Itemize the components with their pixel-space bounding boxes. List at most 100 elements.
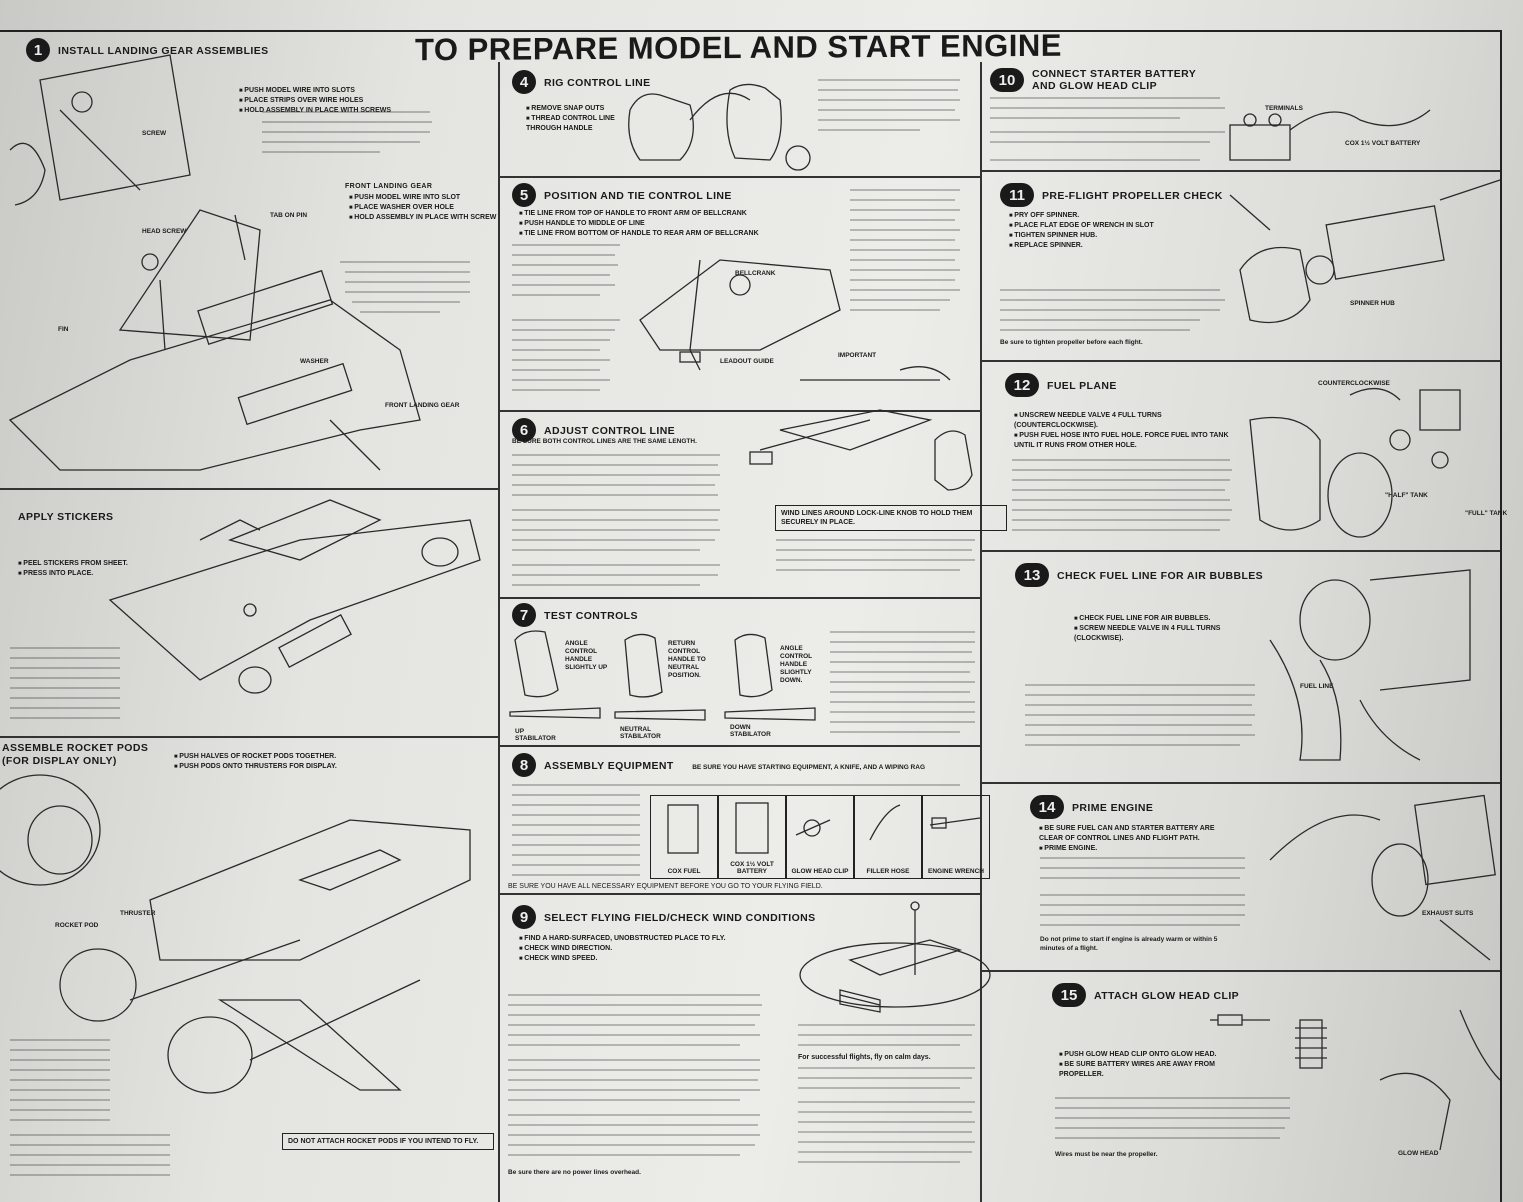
step-title: CHECK FUEL LINE FOR AIR BUBBLES [1057, 570, 1264, 583]
step-13: 13 CHECK FUEL LINE FOR AIR BUBBLES [1015, 563, 1263, 587]
step-4-text [818, 70, 968, 80]
row-divider [980, 970, 1500, 972]
step-number: 4 [512, 70, 536, 94]
battery-illustration [1229, 109, 1431, 161]
step-number: 8 [512, 753, 536, 777]
bullet: BE SURE BATTERY WIRES ARE AWAY FROM PROP… [1059, 1060, 1259, 1080]
step-number: 1 [26, 38, 50, 62]
step-title: SELECT FLYING FIELD/CHECK WIND CONDITION… [544, 912, 816, 925]
adjust-line-illustration [749, 409, 973, 491]
step-number: 13 [1015, 563, 1049, 587]
equip-engine-wrench: ENGINE WRENCH [922, 795, 990, 879]
label-half-tank: "HALF" TANK [1385, 492, 1428, 499]
step-9-bold2: Be sure there are no power lines overhea… [508, 1169, 641, 1176]
step-8-footer: BE SURE YOU HAVE ALL NECESSARY EQUIPMENT… [508, 883, 823, 890]
front-gear-bullets: PUSH MODEL WIRE INTO SLOT PLACE WASHER O… [349, 193, 509, 223]
label-front-gear: FRONT LANDING GEAR [385, 402, 460, 409]
bullet: REMOVE SNAP OUTS [526, 104, 636, 114]
step-title: INSTALL LANDING GEAR ASSEMBLIES [58, 45, 269, 58]
label-exhaust-slits: EXHAUST SLITS [1422, 910, 1474, 917]
bullet: REPLACE SPINNER. [1009, 241, 1209, 251]
propeller-illustration [1229, 179, 1501, 324]
step-title: PRIME ENGINE [1072, 802, 1154, 815]
row-divider [498, 410, 980, 412]
step-number: 6 [512, 418, 536, 442]
label-fuel-line: FUEL LINE [1300, 683, 1334, 690]
stickers-illustration [108, 499, 481, 694]
handle-up-label: ANGLE CONTROL HANDLE SLIGHTLY UP [565, 640, 608, 671]
equip-battery: COX 1½ VOLT BATTERY [718, 795, 786, 879]
page-title: TO PREPARE MODEL AND START ENGINE [415, 27, 1062, 68]
step-3-bullets: PUSH HALVES OF ROCKET PODS TOGETHER. PUS… [174, 752, 414, 772]
test-controls-illustration [509, 630, 816, 721]
label-head: HEAD SCREW [142, 228, 187, 235]
row-divider [980, 550, 1500, 552]
step-number: 5 [512, 183, 536, 207]
row-divider [498, 176, 980, 178]
step-14: 14 PRIME ENGINE [1030, 795, 1153, 819]
bullet: CHECK WIND DIRECTION. [519, 944, 809, 954]
label-terminals: TERMINALS [1265, 105, 1303, 112]
step-12-bullets: UNSCREW NEEDLE VALVE 4 FULL TURNS (COUNT… [1014, 411, 1244, 451]
flying-field-illustration [799, 901, 991, 1013]
label-bellcrank: BELLCRANK [735, 270, 776, 277]
step-title: ASSEMBLE ROCKET PODS (FOR DISPLAY ONLY) [2, 742, 149, 767]
prime-engine-illustration [1269, 794, 1496, 961]
step-8-bullet: BE SURE YOU HAVE STARTING EQUIPMENT, A K… [692, 764, 925, 772]
step-3: ASSEMBLE ROCKET PODS (FOR DISPLAY ONLY) [2, 742, 152, 768]
step-14-bullets: BE SURE FUEL CAN AND STARTER BATTERY ARE… [1039, 824, 1219, 854]
bullet: PRESS INTO PLACE. [18, 569, 158, 579]
sub-title: FRONT LANDING GEAR [345, 183, 433, 190]
label-rocket-pod: ROCKET POD [55, 922, 99, 929]
bullet: PLACE STRIPS OVER WIRE HOLES [239, 96, 439, 106]
label-battery: COX 1½ VOLT BATTERY [1345, 140, 1421, 147]
handle-down-label: ANGLE CONTROL HANDLE SLIGHTLY DOWN. [780, 645, 813, 684]
step-title: FUEL PLANE [1047, 380, 1117, 393]
row-divider [498, 893, 980, 895]
step-number: 7 [512, 603, 536, 627]
step-9-bold1: For successful flights, fly on calm days… [798, 1054, 931, 1061]
row-divider [980, 360, 1500, 362]
bullet: PLACE FLAT EDGE OF WRENCH IN SLOT [1009, 221, 1209, 231]
bullet: PUSH FUEL HOSE INTO FUEL HOLE. FORCE FUE… [1014, 431, 1244, 451]
label-tab: TAB ON PIN [270, 212, 308, 219]
step-1-bullets: PUSH MODEL WIRE INTO SLOTS PLACE STRIPS … [239, 86, 439, 116]
bullet: PEEL STICKERS FROM SHEET. [18, 559, 158, 569]
step-title: POSITION AND TIE CONTROL LINE [544, 190, 732, 203]
stab-neutral: NEUTRAL STABILATOR [620, 726, 661, 740]
bullet: PUSH MODEL WIRE INTO SLOTS [239, 86, 439, 96]
step-title: ADJUST CONTROL LINE [544, 425, 676, 438]
step-6-note: WIND LINES AROUND LOCK-LINE KNOB TO HOLD… [775, 505, 1007, 531]
step-number: 14 [1030, 795, 1064, 819]
label-screw: SCREW [142, 130, 167, 137]
step-number: 12 [1005, 373, 1039, 397]
row-divider [498, 597, 980, 599]
step-5-bullets: TIE LINE FROM TOP OF HANDLE TO FRONT ARM… [519, 209, 859, 239]
bullet: HOLD ASSEMBLY IN PLACE WITH SCREW [349, 213, 509, 223]
sheet-border [0, 30, 1502, 1202]
bullet: THREAD CONTROL LINE THROUGH HANDLE [526, 114, 636, 134]
step-number: 11 [1000, 183, 1034, 207]
rocket-warning: DO NOT ATTACH ROCKET PODS IF YOU INTEND … [282, 1133, 494, 1150]
fuel-plane-illustration [1249, 388, 1461, 538]
step-2: APPLY STICKERS [4, 507, 113, 525]
bullet: TIE LINE FROM TOP OF HANDLE TO FRONT ARM… [519, 209, 859, 219]
step-6-lead: BE SURE BOTH CONTROL LINES ARE THE SAME … [512, 438, 697, 445]
bullet: PUSH GLOW HEAD CLIP ONTO GLOW HEAD. [1059, 1050, 1259, 1060]
landing-gear-illustration [8, 54, 421, 471]
step-9-bullets: FIND A HARD-SURFACED, UNOBSTRUCTED PLACE… [519, 934, 809, 964]
bullet: SCREW NEEDLE VALVE IN 4 FULL TURNS (CLOC… [1074, 624, 1234, 644]
step-12: 12 FUEL PLANE [1005, 373, 1117, 397]
bullet: BE SURE FUEL CAN AND STARTER BATTERY ARE… [1039, 824, 1219, 844]
bullet: PLACE WASHER OVER HOLE [349, 203, 509, 213]
step-title: ATTACH GLOW HEAD CLIP [1094, 990, 1240, 1003]
label-spinner-hub: SPINNER HUB [1350, 300, 1395, 307]
step-6: 6 ADJUST CONTROL LINE [512, 418, 675, 442]
row-divider [980, 782, 1500, 784]
bullet: CHECK FUEL LINE FOR AIR BUBBLES. [1074, 614, 1234, 624]
